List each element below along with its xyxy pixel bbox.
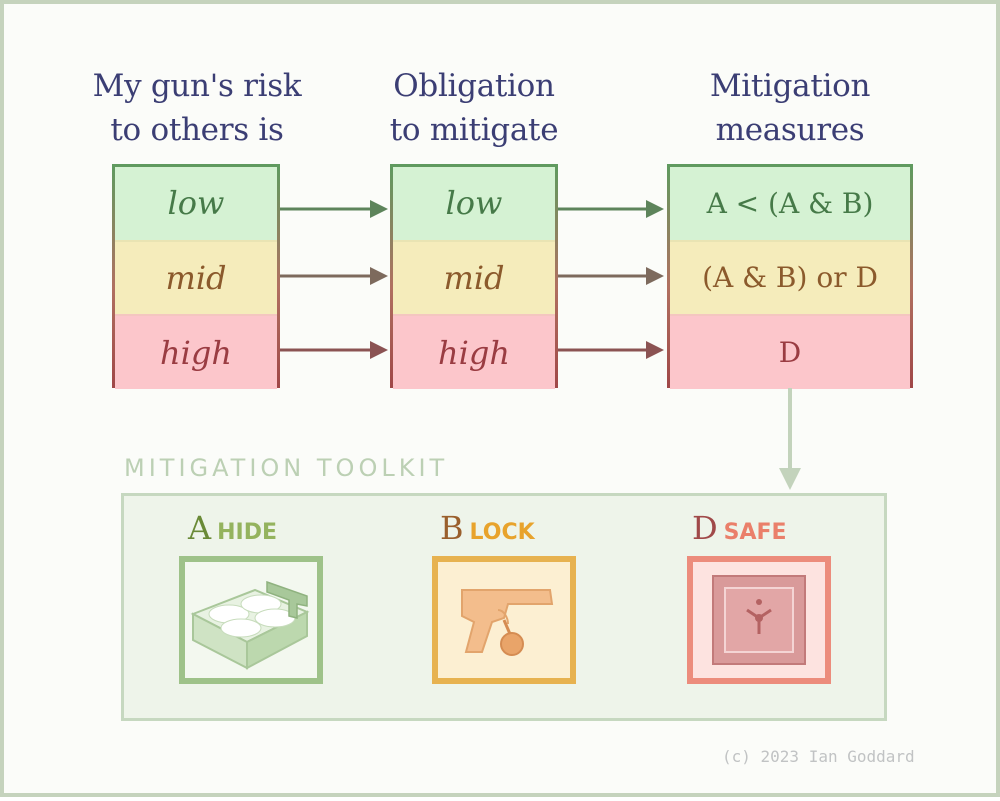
tool-d-word: SAFE [723, 520, 787, 545]
header-risk: My gun's risk to others is [82, 64, 312, 152]
risk-low: low [115, 167, 277, 242]
measure-mid: (A & B) or D [670, 241, 910, 317]
copyright-credit: (c) 2023 Ian Goddard [722, 747, 915, 766]
measure-high: D [670, 316, 910, 389]
header-measures-line-2: measures [715, 112, 865, 148]
tool-d-letter: D [692, 509, 718, 547]
tool-b-letter: B [440, 509, 464, 547]
obligation-column: low mid high [390, 164, 558, 389]
connector-arrows [280, 200, 801, 490]
obligation-mid: mid [393, 241, 555, 317]
risk-high: high [115, 316, 277, 389]
header-obligation-line-1: Obligation [393, 68, 555, 104]
obligation-high: high [393, 316, 555, 389]
header-risk-line-1: My gun's risk [92, 68, 302, 104]
tool-a-word: HIDE [217, 520, 277, 545]
tool-a-letter: A [188, 509, 212, 547]
safe-icon [687, 556, 831, 684]
arrow-to-safe [779, 388, 801, 490]
risk-column: low mid high [112, 164, 280, 389]
arrow-high-1 [280, 341, 388, 359]
arrow-low-1 [280, 200, 388, 218]
toolkit-title: MITIGATION TOOLKIT [124, 454, 449, 482]
drawer-with-gun-icon [179, 556, 323, 684]
header-risk-line-2: to others is [110, 112, 284, 148]
measures-column: A < (A & B) (A & B) or D D [667, 164, 913, 389]
risk-mid: mid [115, 241, 277, 317]
trigger-lock-pistol-icon [432, 556, 576, 684]
arrow-low-2 [558, 200, 664, 218]
arrow-mid-2 [558, 267, 664, 285]
header-measures: Mitigation measures [672, 64, 908, 152]
arrow-mid-1 [280, 267, 388, 285]
arrow-high-2 [558, 341, 664, 359]
measure-low: A < (A & B) [670, 167, 910, 242]
header-obligation: Obligation to mitigate [364, 64, 584, 152]
tool-b-word: LOCK [469, 520, 535, 545]
header-obligation-line-2: to mitigate [389, 112, 559, 148]
header-measures-line-1: Mitigation [709, 68, 871, 104]
obligation-low: low [393, 167, 555, 242]
